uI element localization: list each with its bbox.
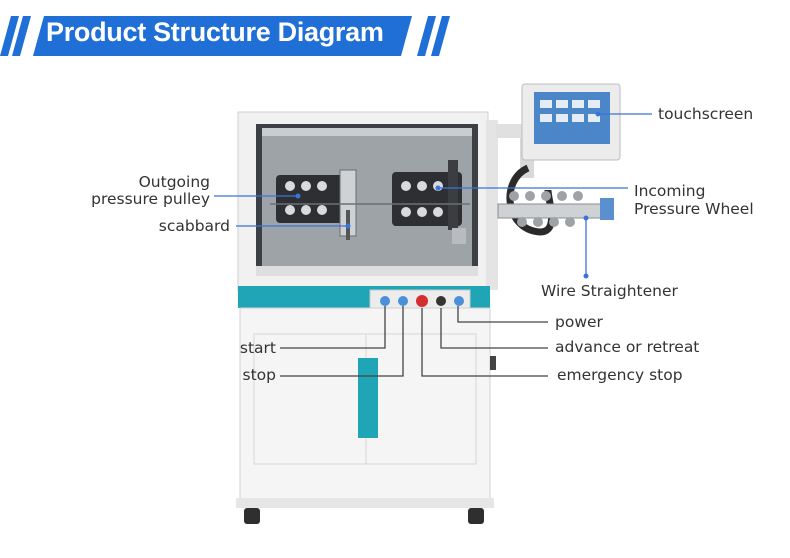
label-incoming-line2: Pressure Wheel — [634, 200, 754, 218]
label-advance-retreat: advance or retreat — [555, 338, 700, 356]
stop-leader — [280, 306, 404, 377]
label-outgoing-line2: pressure pulley — [91, 190, 210, 208]
label-wire-straightener: Wire Straightener — [541, 282, 678, 300]
emergency-leader — [421, 308, 548, 377]
banner-bar — [33, 16, 412, 56]
label-incoming-line1: Incoming — [634, 182, 706, 200]
power-leader — [457, 306, 548, 323]
left-stripes — [0, 16, 31, 56]
label-outgoing-line1: Outgoing — [138, 173, 210, 191]
label-scabbard: scabbard — [158, 217, 230, 235]
label-touchscreen: touchscreen — [658, 105, 754, 123]
label-power: power — [555, 313, 603, 331]
right-stripes — [417, 16, 450, 56]
label-start: start — [239, 339, 276, 357]
label-stop: stop — [242, 366, 276, 384]
start-leader — [280, 306, 386, 349]
page-title: Product Structure Diagram — [46, 17, 384, 47]
header-banner — [0, 16, 450, 56]
label-emergency-stop: emergency stop — [557, 366, 683, 384]
caster-wheels — [244, 508, 484, 524]
advance-leader — [440, 308, 548, 349]
